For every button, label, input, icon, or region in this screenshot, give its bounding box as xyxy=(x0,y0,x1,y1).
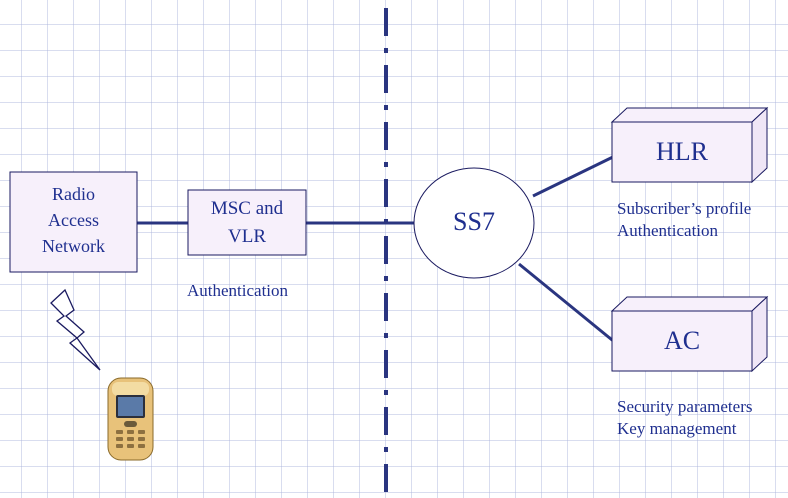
ac-caption: Security parameters Key management xyxy=(617,396,752,439)
msc-vlr-caption: Authentication xyxy=(187,280,288,302)
ac-label: AC xyxy=(612,325,752,357)
msc-label-line-2: VLR xyxy=(188,223,306,251)
msc-vlr-label: MSC and VLR xyxy=(188,195,306,251)
link-ss7-hlr xyxy=(533,155,617,196)
ran-label-line-1: Radio xyxy=(10,181,137,207)
ac-caption-line-1: Security parameters xyxy=(617,396,752,418)
msc-label-line-1: MSC and xyxy=(188,195,306,223)
hlr-caption-line-1: Subscriber’s profile xyxy=(617,198,751,220)
ss7-label: SS7 xyxy=(414,206,534,238)
hlr-label: HLR xyxy=(612,136,752,168)
lightning-icon xyxy=(51,290,100,370)
link-ss7-ac xyxy=(519,264,617,344)
ac-caption-line-2: Key management xyxy=(617,418,752,440)
ran-label-line-2: Access xyxy=(10,207,137,233)
radio-access-network-label: Radio Access Network xyxy=(10,181,137,259)
hlr-caption-line-2: Authentication xyxy=(617,220,751,242)
mobile-phone-icon xyxy=(108,378,153,460)
ran-label-line-3: Network xyxy=(10,233,137,259)
hlr-caption: Subscriber’s profile Authentication xyxy=(617,198,751,241)
